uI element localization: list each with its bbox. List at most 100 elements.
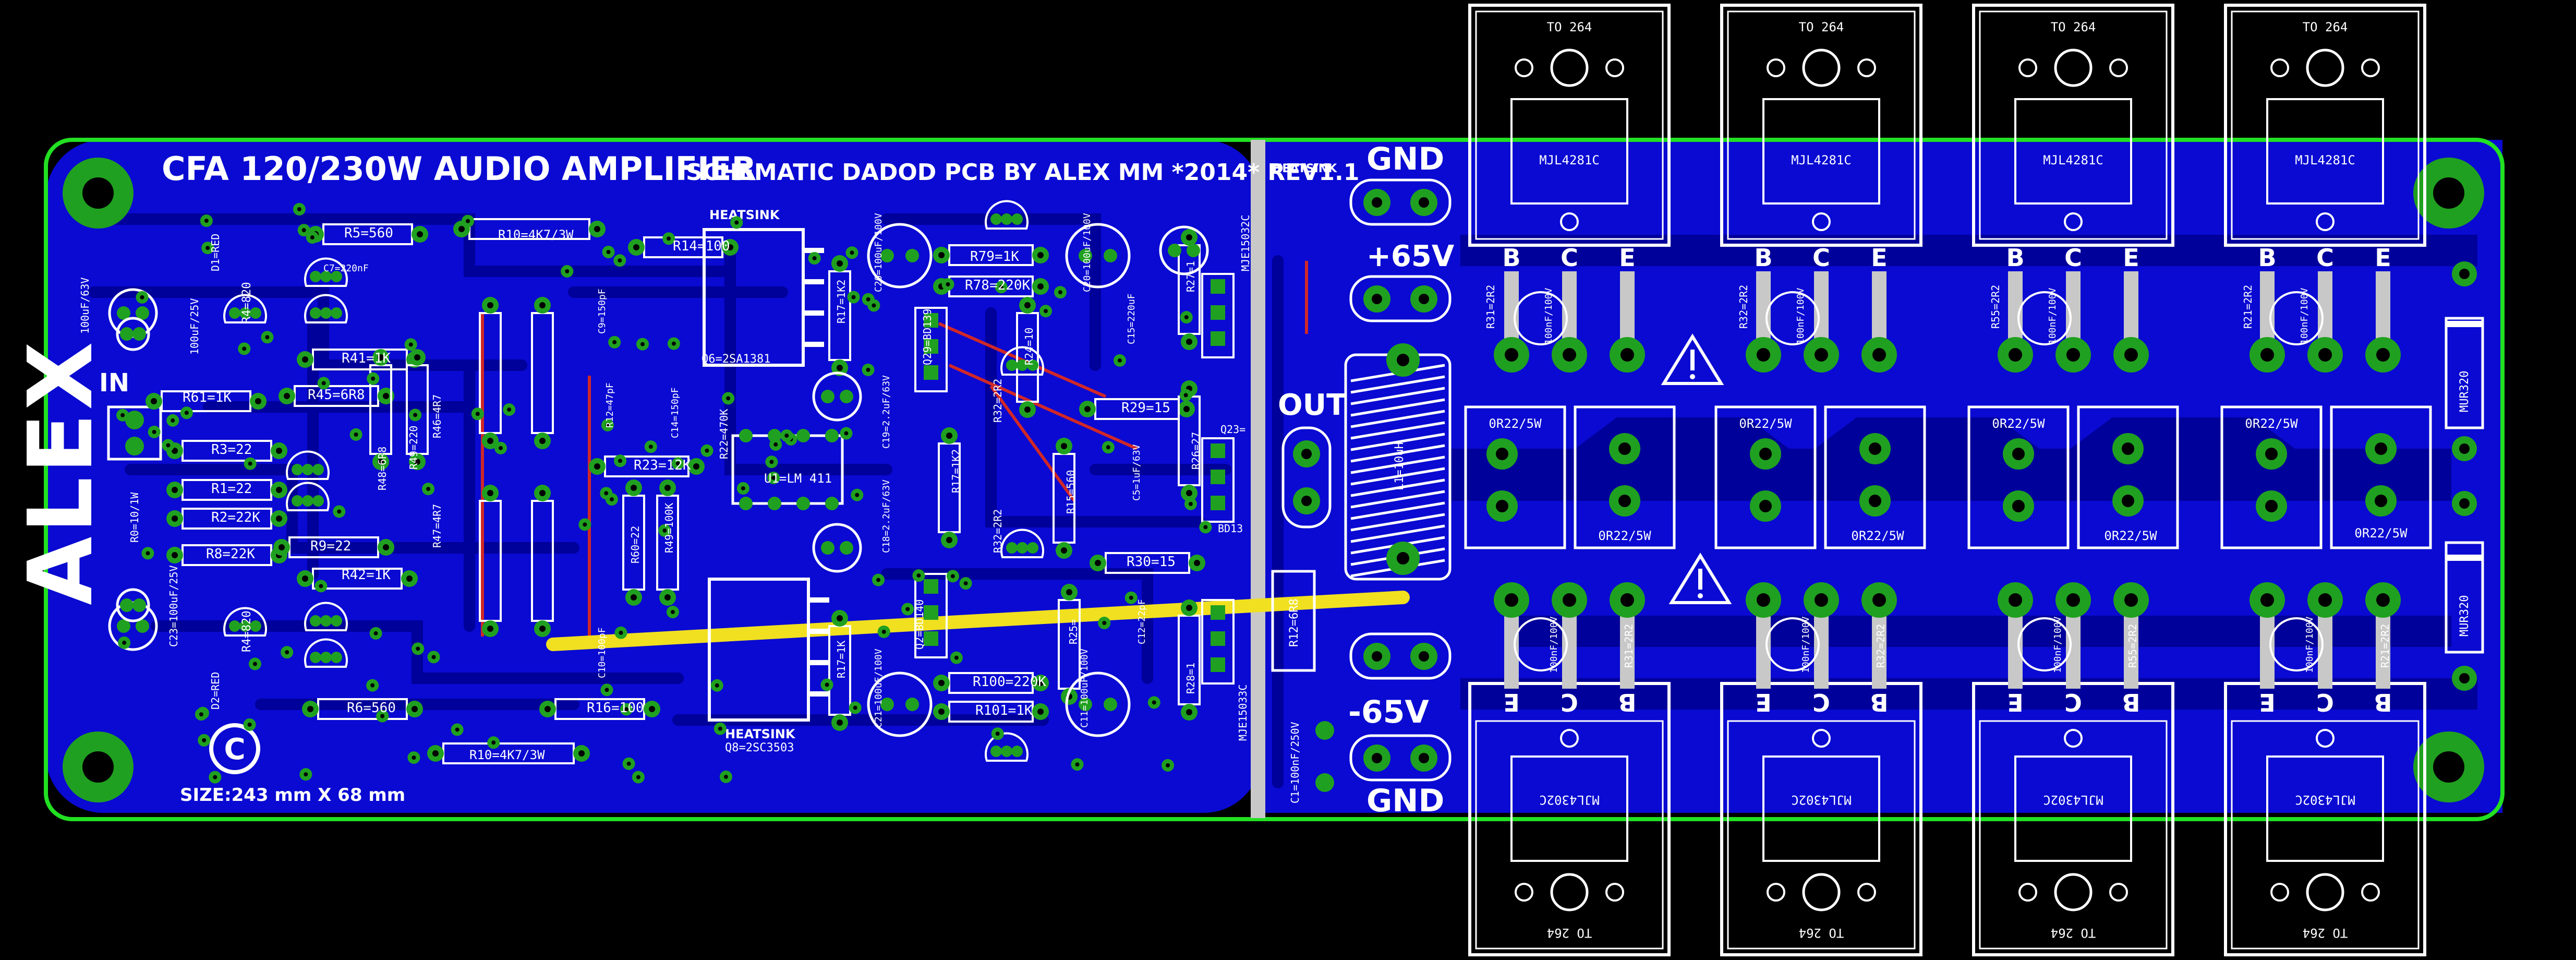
- component-pad-hole: [432, 750, 439, 757]
- via-hole: [853, 705, 857, 710]
- ic-pad: [739, 497, 753, 510]
- via-hole: [950, 574, 955, 579]
- comp-label: R42=1K: [342, 567, 391, 583]
- via-hole: [618, 459, 623, 463]
- component-pad-hole: [539, 302, 546, 308]
- capacitor-outline: [1065, 223, 1131, 289]
- comp-label: R23=12K: [634, 458, 691, 473]
- pin-label: C: [1812, 688, 1830, 716]
- via-hole: [413, 413, 418, 417]
- component-pad-hole: [1084, 406, 1091, 412]
- warning-triangles: [1661, 333, 1732, 604]
- comp-label: C15=220uF: [1126, 293, 1137, 344]
- component-pad-hole: [539, 490, 546, 496]
- leg-pad-hole: [2009, 348, 2022, 362]
- comp-label: U1=LM 411: [764, 471, 832, 486]
- via-hole: [881, 629, 886, 634]
- mounting-hole: [63, 158, 134, 229]
- component-pad: [320, 271, 332, 282]
- square-pad: [1211, 631, 1225, 646]
- via-hole: [337, 509, 342, 514]
- via-hole: [612, 340, 617, 344]
- component-pad: [1104, 698, 1117, 711]
- via-hole: [205, 246, 210, 250]
- comp-label: R61=1K: [183, 390, 232, 405]
- via-hole: [491, 740, 496, 745]
- via-hole: [715, 683, 719, 688]
- pin-label: C: [1812, 244, 1830, 272]
- ic-pad: [796, 497, 810, 510]
- comp-label: C20=100uF/100V: [1082, 213, 1093, 292]
- via-hole: [741, 486, 745, 490]
- coil-turn: [1350, 410, 1445, 428]
- component-pad: [905, 249, 919, 262]
- part-label: MJL4302C: [2043, 793, 2103, 807]
- package-label: TO 264: [1799, 926, 1844, 940]
- via-hole: [1102, 621, 1107, 626]
- gnd-bottom-label: GND: [1366, 783, 1444, 819]
- leg-pad-hole: [1757, 593, 1770, 607]
- component-pad-hole: [837, 260, 843, 267]
- gnd-top-label: GND: [1366, 141, 1444, 177]
- comp-label: R22=470K: [718, 409, 730, 459]
- comp-label: Q2=BD140: [913, 599, 926, 650]
- leg-pad-hole: [2124, 593, 2138, 607]
- capacitor-outline: [116, 588, 150, 622]
- component-pad-hole: [284, 393, 290, 399]
- component-pad-hole: [649, 706, 655, 712]
- comp-label: R32=2R2: [991, 509, 1004, 553]
- transistor-leg: [2066, 616, 2081, 689]
- comp-label: R24=10: [1023, 328, 1035, 365]
- emitter-resistor: 0R22/5W: [1824, 405, 1926, 549]
- component-pad-hole: [1186, 605, 1192, 611]
- via-hole: [416, 646, 420, 651]
- comp-label: Q29=BD139: [921, 309, 934, 365]
- emitter-resistor-label: 0R22/5W: [1851, 529, 1904, 543]
- component-pad: [320, 652, 332, 663]
- cap-label: 100nF/100V: [2304, 616, 2315, 673]
- via-hole: [851, 295, 856, 299]
- transistor-outline: [286, 482, 330, 511]
- component-pad: [331, 652, 342, 663]
- component-pad-hole: [1061, 547, 1067, 554]
- emitter-resistor: 0R22/5W: [2220, 405, 2323, 549]
- component-pad: [250, 620, 261, 632]
- transistor-leg: [1872, 616, 1886, 689]
- component-pad-hole: [1095, 560, 1101, 566]
- cap-label: 100nF/100V: [1795, 287, 1806, 344]
- transistor-outline: [985, 732, 1029, 762]
- leg-pad-hole: [2376, 348, 2390, 362]
- copyright-mark: C: [209, 723, 260, 774]
- component-pad: [292, 495, 303, 507]
- comp-label: C20=100uF/100V: [873, 213, 884, 292]
- via-hole: [242, 346, 247, 351]
- square-pad: [1211, 305, 1225, 320]
- via-hole: [1117, 358, 1122, 363]
- output-coil: L1=10uH: [1344, 343, 1452, 581]
- component-pad-hole: [378, 354, 384, 361]
- component-pad: [312, 464, 324, 475]
- via-hole: [475, 412, 480, 416]
- via-hole: [373, 631, 378, 635]
- via-hole: [916, 573, 921, 578]
- component-pad: [292, 464, 303, 475]
- comp-label: MJE15032C: [1239, 215, 1252, 271]
- base-res-label: R32=2R2: [1737, 285, 1750, 329]
- coil-turn: [1350, 433, 1445, 451]
- coil-turn: [1350, 490, 1445, 509]
- bottom-transistors: TO 264 MJL4302C B C E TO 264 MJL4302C B …: [1468, 682, 2426, 956]
- transistor-leg: [1814, 616, 1829, 689]
- component-pad: [120, 598, 134, 612]
- component-pad: [1017, 359, 1028, 371]
- via-hole: [825, 682, 829, 687]
- transistor-bottom: TO 264 MJL4302C B C E: [1720, 682, 1922, 956]
- coil-turn: [1350, 524, 1445, 543]
- component-pad-hole: [1037, 283, 1044, 290]
- component-pad-hole: [276, 487, 282, 493]
- square-pad: [924, 365, 938, 380]
- coil-turn: [1350, 501, 1445, 520]
- component-pad: [990, 746, 1002, 757]
- coil-turns: [1350, 364, 1445, 578]
- component-pad-hole: [631, 485, 637, 491]
- component-pad: [1168, 244, 1181, 257]
